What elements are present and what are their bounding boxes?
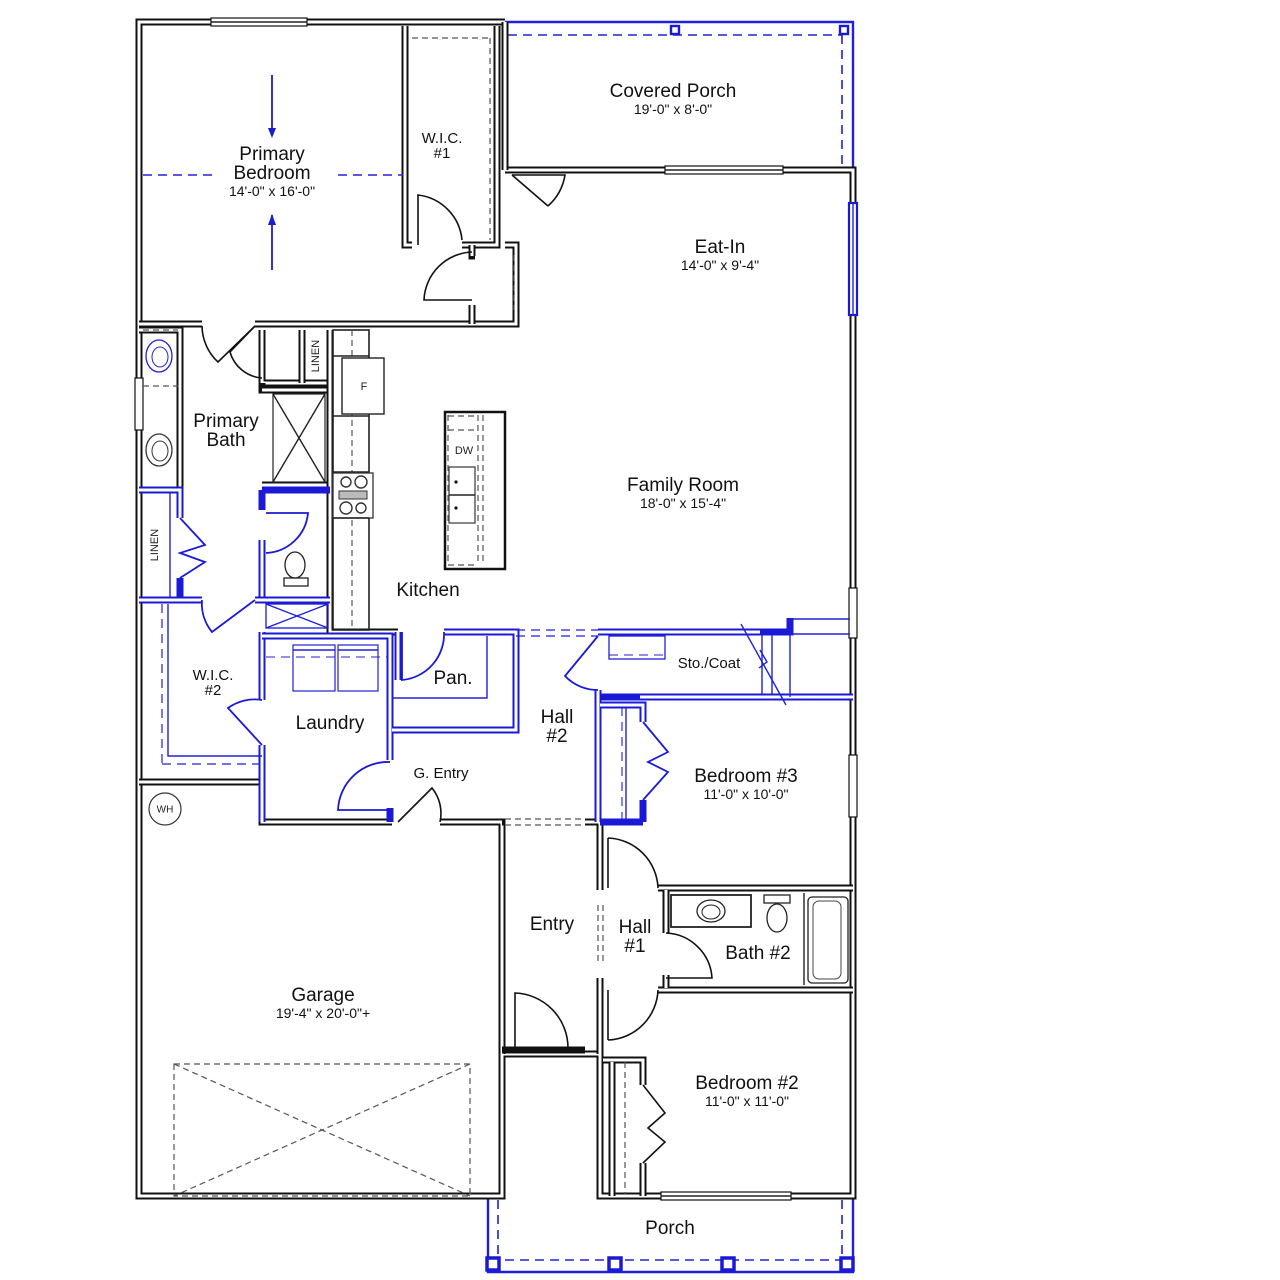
- room-name: Bedroom #3: [694, 766, 798, 787]
- room-name: Hall: [540, 707, 574, 728]
- room-name: Garage: [291, 985, 355, 1006]
- room-name: Porch: [645, 1218, 695, 1239]
- doors: [200, 174, 713, 1164]
- ceiling-indicators: [143, 75, 403, 270]
- room-dimensions: 19'-4" x 20'-0"+: [275, 1005, 371, 1021]
- room-garage: Garage 19'-4" x 20'-0"+: [276, 986, 370, 1020]
- room-name: Primary: [239, 144, 305, 165]
- room-hall2: Hall #2: [541, 708, 574, 746]
- room-primary-bedroom: Primary Bedroom 14'-0" x 16'-0": [229, 145, 315, 198]
- room-dimensions: 14'-0" x 16'-0": [228, 183, 316, 199]
- covered-porch-outline: [505, 20, 855, 170]
- room-hall1: Hall #1: [619, 918, 652, 956]
- dishwasher-label: DW: [454, 445, 474, 457]
- room-entry: Entry: [530, 915, 574, 934]
- linen-label-lower: LINEN: [149, 528, 161, 562]
- room-porch: Porch: [645, 1219, 695, 1238]
- room-name: #2: [204, 682, 222, 699]
- room-name: W.I.C.: [192, 667, 234, 684]
- room-name: Covered Porch: [609, 81, 737, 102]
- room-bedroom3: Bedroom #3 11'-0" x 10'-0": [694, 767, 798, 801]
- room-dimensions: 18'-0" x 15'-4": [639, 495, 727, 511]
- room-name: Bedroom: [233, 163, 311, 184]
- room-name: #1: [433, 145, 451, 162]
- room-name: Kitchen: [396, 580, 460, 601]
- room-name: W.I.C.: [421, 130, 463, 147]
- room-bedroom2: Bedroom #2 11'-0" x 11'-0": [695, 1074, 799, 1108]
- room-g-entry: G. Entry: [413, 765, 468, 781]
- windows: [134, 17, 859, 1201]
- room-name: Hall: [618, 917, 652, 938]
- room-kitchen: Kitchen: [396, 581, 459, 600]
- room-family-room: Family Room 18'-0" x 15'-4": [627, 476, 739, 510]
- room-eat-in: Eat-In 14'-0" x 9'-4": [681, 238, 759, 272]
- water-heater-icon: [148, 792, 182, 826]
- room-name: Bedroom #2: [695, 1073, 799, 1094]
- room-name: Family Room: [627, 475, 739, 496]
- room-name: #1: [624, 936, 646, 957]
- garage-door: [173, 1063, 471, 1197]
- room-name: Pan.: [433, 668, 473, 689]
- fridge-label: F: [360, 381, 368, 393]
- bath-sinks: [145, 339, 173, 467]
- room-pantry: Pan.: [433, 669, 472, 688]
- interior-walls: [139, 26, 853, 1196]
- room-dimensions: 19'-0" x 8'-0": [633, 101, 713, 117]
- linen-label-upper: LINEN: [310, 339, 322, 373]
- front-porch-outline: [485, 1198, 855, 1274]
- room-name: Eat-In: [694, 237, 746, 258]
- room-dimensions: 14'-0" x 9'-4": [680, 257, 760, 273]
- room-covered-porch: Covered Porch 19'-0" x 8'-0": [610, 82, 737, 116]
- room-dimensions: 11'-0" x 11'-0": [704, 1093, 790, 1109]
- room-wic2: W.I.C. #2: [193, 667, 234, 698]
- room-name: Laundry: [295, 713, 365, 734]
- room-dimensions: 11'-0" x 10'-0": [703, 786, 789, 802]
- exterior-walls: [135, 18, 857, 1200]
- room-sto-coat: Sto./Coat: [678, 655, 741, 671]
- water-heater-label: WH: [156, 804, 174, 816]
- room-laundry: Laundry: [296, 714, 365, 733]
- room-bath2: Bath #2: [725, 944, 791, 963]
- option-walls: [139, 486, 853, 826]
- room-name: Entry: [529, 914, 575, 935]
- room-name: Bath #2: [725, 943, 791, 964]
- room-name: Sto./Coat: [677, 655, 741, 672]
- room-name: Primary: [193, 411, 259, 432]
- room-wic1: W.I.C. #1: [422, 130, 463, 161]
- room-name: #2: [546, 726, 568, 747]
- room-name: G. Entry: [413, 765, 469, 782]
- room-primary-bath: Primary Bath: [193, 412, 258, 450]
- room-name: Bath: [206, 430, 246, 451]
